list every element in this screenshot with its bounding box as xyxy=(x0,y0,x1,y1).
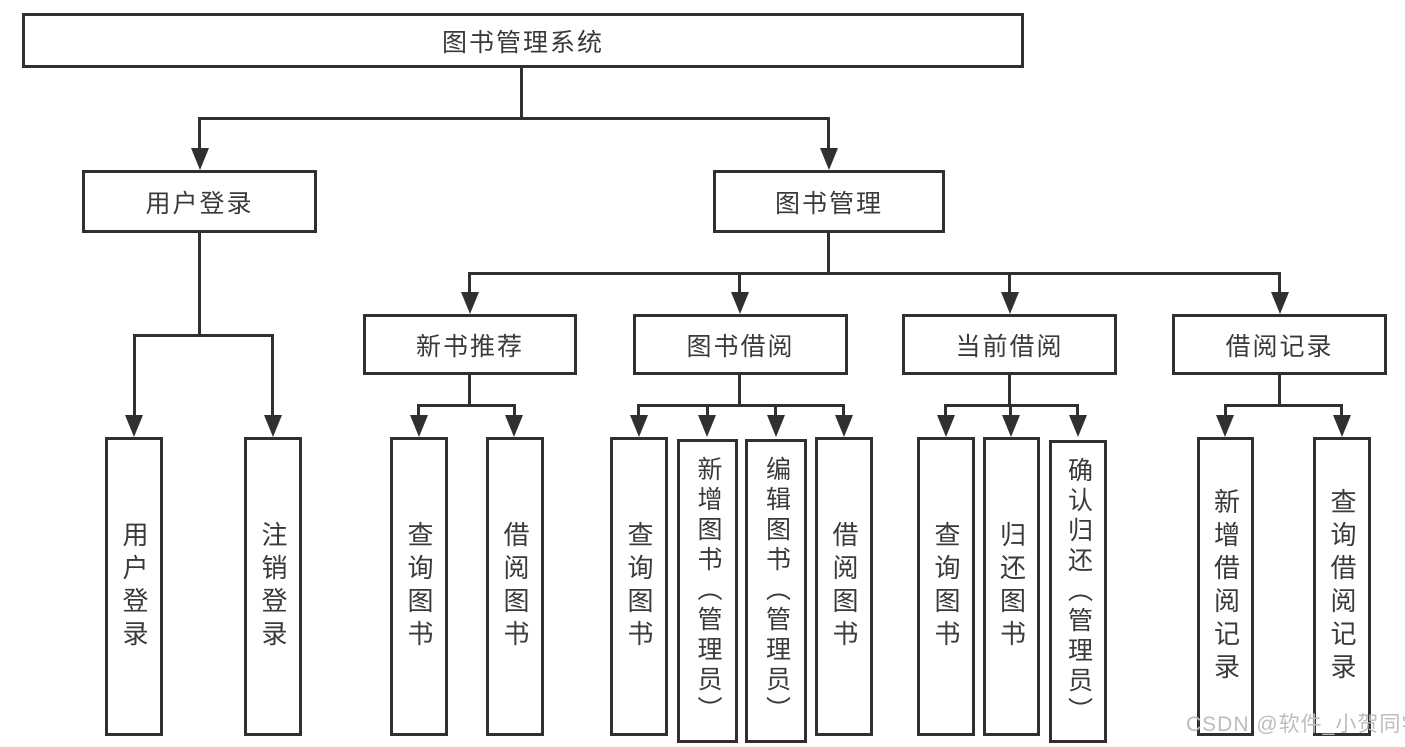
connector-stem xyxy=(513,404,516,417)
arrowhead-down-icon xyxy=(461,292,479,314)
connector-branch xyxy=(945,404,1079,407)
leaf-confirm-return-admin: 确认归还（管理员） xyxy=(1049,440,1107,743)
node-book-mgmt-label: 图书管理 xyxy=(774,189,883,218)
connector-stem xyxy=(133,335,136,417)
connector-stem xyxy=(706,404,709,417)
leaf-user-login-label: 用户登录 xyxy=(119,520,149,653)
leaf-borrow-books-1-label: 借阅图书 xyxy=(500,520,530,653)
connector-stem xyxy=(1009,404,1012,417)
connector-stem xyxy=(1278,272,1281,294)
arrowhead-down-icon xyxy=(505,415,523,437)
node-user-login-label: 用户登录 xyxy=(145,189,254,218)
arrowhead-down-icon xyxy=(937,415,955,437)
node-root-label: 图书管理系统 xyxy=(441,28,604,57)
connector-level3-branch xyxy=(469,272,1281,275)
leaf-return-books: 归还图书 xyxy=(983,437,1040,736)
node-current-borrow: 当前借阅 xyxy=(902,314,1117,375)
leaf-return-books-label: 归还图书 xyxy=(996,520,1027,653)
arrowhead-down-icon xyxy=(1069,415,1087,437)
leaf-query-books-3: 查询图书 xyxy=(917,437,975,736)
leaf-logout-label: 注销登录 xyxy=(258,520,288,653)
connector-user-login-drop xyxy=(198,232,201,335)
leaf-borrow-books-2-label: 借阅图书 xyxy=(829,520,859,653)
arrowhead-down-icon xyxy=(264,415,282,437)
connector-stem xyxy=(1076,404,1079,417)
arrowhead-down-icon xyxy=(835,415,853,437)
node-user-login: 用户登录 xyxy=(82,170,317,233)
connector-stem xyxy=(842,404,845,417)
connector-level2-branch xyxy=(199,117,830,120)
leaf-confirm-return-admin-label: 确认归还（管理员） xyxy=(1064,456,1093,727)
leaf-add-borrow-record: 新增借阅记录 xyxy=(1197,437,1254,736)
node-book-borrow-label: 图书借阅 xyxy=(686,332,795,361)
arrowhead-down-icon xyxy=(1271,292,1289,314)
arrowhead-down-icon xyxy=(698,415,716,437)
connector-book-mgmt-drop xyxy=(827,232,830,273)
leaf-query-books-2: 查询图书 xyxy=(610,437,668,736)
node-current-borrow-label: 当前借阅 xyxy=(955,332,1064,361)
leaf-edit-book-admin-label: 编辑图书（管理员） xyxy=(762,456,791,726)
connector-stem-user-login xyxy=(198,117,201,150)
node-borrow-records: 借阅记录 xyxy=(1172,314,1387,375)
node-book-borrow: 图书借阅 xyxy=(633,314,848,375)
connector-user-login-branch xyxy=(133,334,274,337)
connector-stem xyxy=(271,335,274,417)
connector-drop xyxy=(1278,374,1281,407)
connector-stem xyxy=(637,404,640,417)
connector-branch xyxy=(1224,404,1343,407)
connector-drop xyxy=(468,374,471,407)
connector-stem xyxy=(1224,404,1227,417)
node-book-mgmt: 图书管理 xyxy=(713,170,945,233)
connector-stem xyxy=(774,404,777,417)
leaf-query-borrow-record-label: 查询借阅记录 xyxy=(1327,487,1357,686)
arrowhead-down-icon xyxy=(820,148,838,170)
connector-stem xyxy=(468,272,471,294)
arrowhead-down-icon xyxy=(125,415,143,437)
leaf-edit-book-admin: 编辑图书（管理员） xyxy=(745,439,807,743)
leaf-query-books-1: 查询图书 xyxy=(390,437,448,736)
arrowhead-down-icon xyxy=(1001,292,1019,314)
arrowhead-down-icon xyxy=(410,415,428,437)
arrowhead-down-icon xyxy=(191,148,209,170)
arrowhead-down-icon xyxy=(630,415,648,437)
leaf-query-books-3-label: 查询图书 xyxy=(931,520,961,653)
connector-drop xyxy=(738,374,741,407)
node-root: 图书管理系统 xyxy=(22,13,1024,68)
arrowhead-down-icon xyxy=(1002,415,1020,437)
connector-stem xyxy=(417,404,420,417)
connector-stem-book-mgmt xyxy=(827,117,830,150)
node-borrow-records-label: 借阅记录 xyxy=(1225,332,1334,361)
node-new-book-recommend: 新书推荐 xyxy=(363,314,577,375)
connector-branch xyxy=(418,404,515,407)
leaf-borrow-books-1: 借阅图书 xyxy=(486,437,544,736)
leaf-borrow-books-2: 借阅图书 xyxy=(815,437,873,736)
connector-stem xyxy=(738,272,741,294)
leaf-user-login: 用户登录 xyxy=(105,437,163,736)
leaf-query-books-2-label: 查询图书 xyxy=(624,520,654,653)
arrowhead-down-icon xyxy=(1216,415,1234,437)
connector-root-drop xyxy=(520,67,523,118)
connector-drop xyxy=(1008,374,1011,407)
leaf-query-books-1-label: 查询图书 xyxy=(404,520,434,653)
connector-stem xyxy=(1008,272,1011,294)
leaf-query-borrow-record: 查询借阅记录 xyxy=(1313,437,1371,736)
arrowhead-down-icon xyxy=(1333,415,1351,437)
arrowhead-down-icon xyxy=(767,415,785,437)
leaf-add-book-admin: 新增图书（管理员） xyxy=(677,439,738,743)
leaf-logout: 注销登录 xyxy=(244,437,302,736)
leaf-add-book-admin-label: 新增图书（管理员） xyxy=(694,456,722,726)
arrowhead-down-icon xyxy=(731,292,749,314)
connector-stem xyxy=(944,404,947,417)
node-new-book-recommend-label: 新书推荐 xyxy=(415,332,524,361)
watermark-text: CSDN @软件_小贺同学 xyxy=(1186,713,1405,736)
leaf-add-borrow-record-label: 新增借阅记录 xyxy=(1210,487,1241,686)
connector-branch xyxy=(638,404,845,407)
connector-stem xyxy=(1340,404,1343,417)
